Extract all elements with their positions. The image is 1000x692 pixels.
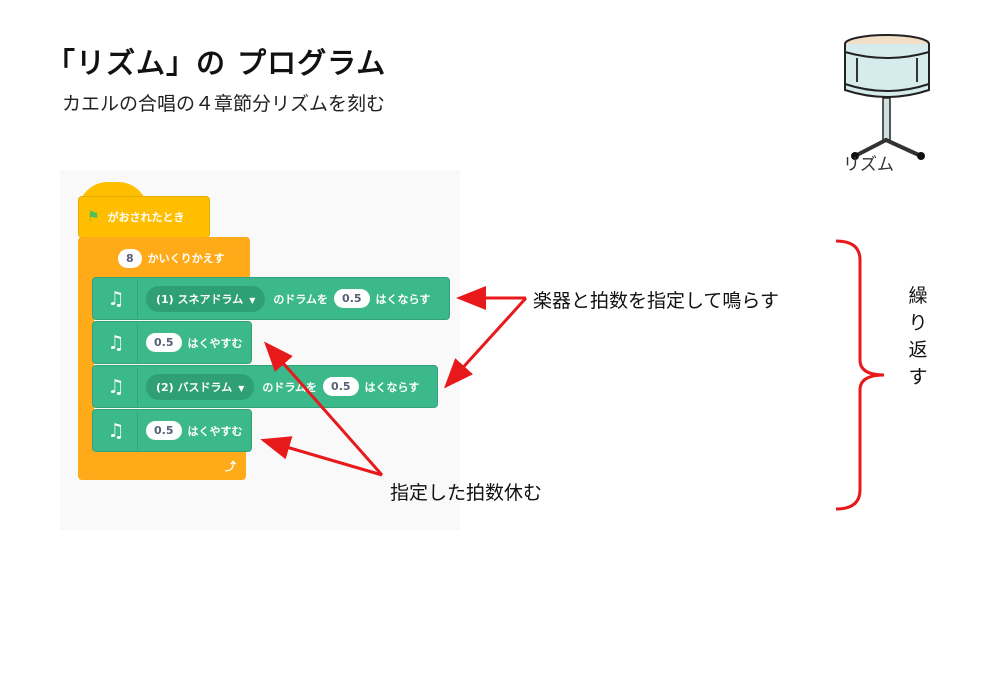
rest-block-2[interactable]: ♫ 0.5 はくやすむ	[92, 409, 252, 452]
arrow-to-rest-2	[260, 436, 383, 477]
page-title: 「リズム」の プログラム	[46, 46, 387, 80]
repeat-vertical-char: り	[908, 312, 928, 334]
music-note-icon: ♫	[101, 323, 138, 362]
green-flag-icon: ⚑	[87, 209, 100, 225]
play-drum-block-2[interactable]: ♫ (2) バスドラム ▼ のドラムを 0.5 はくならす	[92, 365, 438, 408]
rest-beats-input-1[interactable]: 0.5	[146, 333, 182, 352]
drum-dropdown-value: (1) スネアドラム	[156, 292, 244, 306]
play-drum-block-1[interactable]: ♫ (1) スネアドラム ▼ のドラムを 0.5 はくならす	[92, 277, 450, 320]
drum-dropdown-1[interactable]: (1) スネアドラム ▼	[146, 285, 266, 312]
rest-beats-input-2[interactable]: 0.5	[146, 421, 182, 440]
play-mid-label: のドラムを	[273, 292, 329, 306]
caret-down-icon: ▼	[238, 383, 245, 393]
rest-block-1[interactable]: ♫ 0.5 はくやすむ	[92, 321, 252, 364]
page-subtitle: カエルの合唱の４章節分リズムを刻む	[62, 93, 386, 115]
rest-callout-label: 指定した拍数休む	[390, 482, 543, 504]
right-brace	[835, 239, 885, 511]
music-note-icon: ♫	[101, 279, 138, 318]
loop-arrow-icon: ⤴	[225, 460, 236, 473]
play-mid-label: のドラムを	[262, 380, 318, 394]
play-callout-label: 楽器と拍数を指定して鳴らす	[533, 290, 780, 312]
repeat-vertical-char: 繰	[908, 285, 928, 307]
repeat-vertical-char: 返	[908, 339, 928, 361]
rest-label: はくやすむ	[187, 336, 243, 350]
repeat-count-input[interactable]: 8	[118, 248, 142, 268]
rest-label: はくやすむ	[187, 424, 243, 438]
drum-dropdown-2[interactable]: (2) バスドラム ▼	[146, 373, 255, 400]
hat-label: がおされたとき	[107, 211, 185, 224]
music-note-icon: ♫	[101, 411, 138, 450]
repeat-block-arm	[78, 270, 94, 455]
music-note-icon: ♫	[101, 367, 138, 406]
repeat-label: かいくりかえす	[147, 252, 225, 265]
repeat-vertical-label: 繰り返す	[905, 283, 931, 391]
beats-input-1[interactable]: 0.5	[334, 289, 370, 308]
play-end-label: はくならす	[364, 380, 420, 394]
repeat-vertical-char: す	[908, 366, 928, 388]
drum-label: リズム	[843, 155, 894, 175]
caret-down-icon: ▼	[249, 295, 256, 305]
repeat-block[interactable]: 8 かいくりかえす	[78, 237, 250, 279]
snare-drum-icon	[844, 34, 930, 160]
beats-input-2[interactable]: 0.5	[323, 377, 359, 396]
arrow-to-rest-1	[264, 341, 384, 476]
when-flag-clicked-block[interactable]: ⚑ がおされたとき	[78, 196, 210, 238]
arrow-to-play-2	[443, 296, 528, 389]
play-end-label: はくならす	[375, 292, 431, 306]
drum-dropdown-value: (2) バスドラム	[156, 380, 233, 394]
repeat-block-bottom: ⤴	[78, 452, 246, 480]
